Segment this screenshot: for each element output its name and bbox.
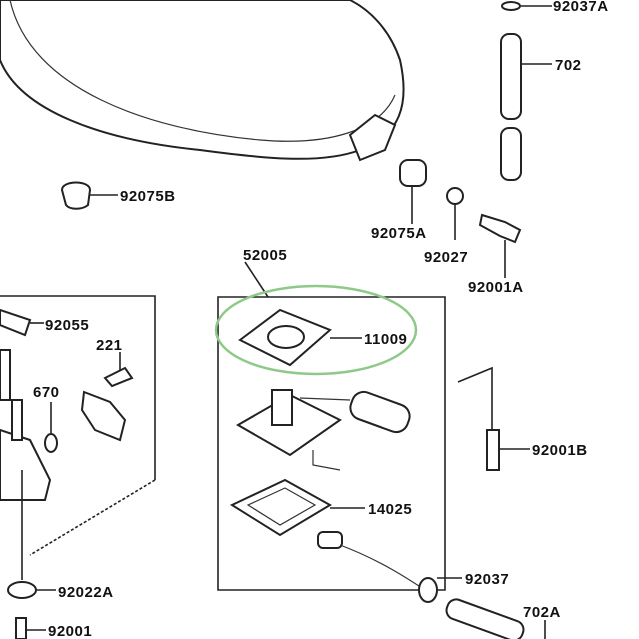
gasket-11009 [238,308,362,367]
label-52005: 52005 [243,247,287,264]
label-702: 702 [555,57,582,74]
fuel-petcock [0,308,134,639]
hose-702a [445,598,525,639]
label-92075b: 92075B [120,188,176,205]
label-92001a: 92001A [468,279,524,296]
hose-702 [500,1,552,181]
grommet-92075a [399,159,427,187]
clamp-92037 [418,577,438,603]
grommet-92075b [60,181,92,210]
assembly-box-52005 [217,296,446,591]
bolt-92001b [486,429,530,471]
label-92037a: 92037A [553,0,609,15]
bolt-92001a [478,213,522,244]
label-92001b: 92001B [532,442,588,459]
label-670: 670 [33,384,60,401]
label-92055: 92055 [45,317,89,334]
label-702a: 702A [523,604,561,621]
label-14025: 14025 [368,501,412,518]
label-92022a: 92022A [58,584,114,601]
gasket-14025 [229,478,426,591]
label-221: 221 [96,337,123,354]
label-92027: 92027 [424,249,468,266]
fuel-tank [0,0,405,162]
fuel-sender-unit [235,389,411,471]
label-11009: 11009 [364,331,407,348]
label-92001: 92001 [48,623,92,639]
washer-92027 [446,187,464,205]
highlight-ellipse [214,284,418,376]
label-92075a: 92075A [371,225,427,242]
label-92037: 92037 [465,571,509,588]
